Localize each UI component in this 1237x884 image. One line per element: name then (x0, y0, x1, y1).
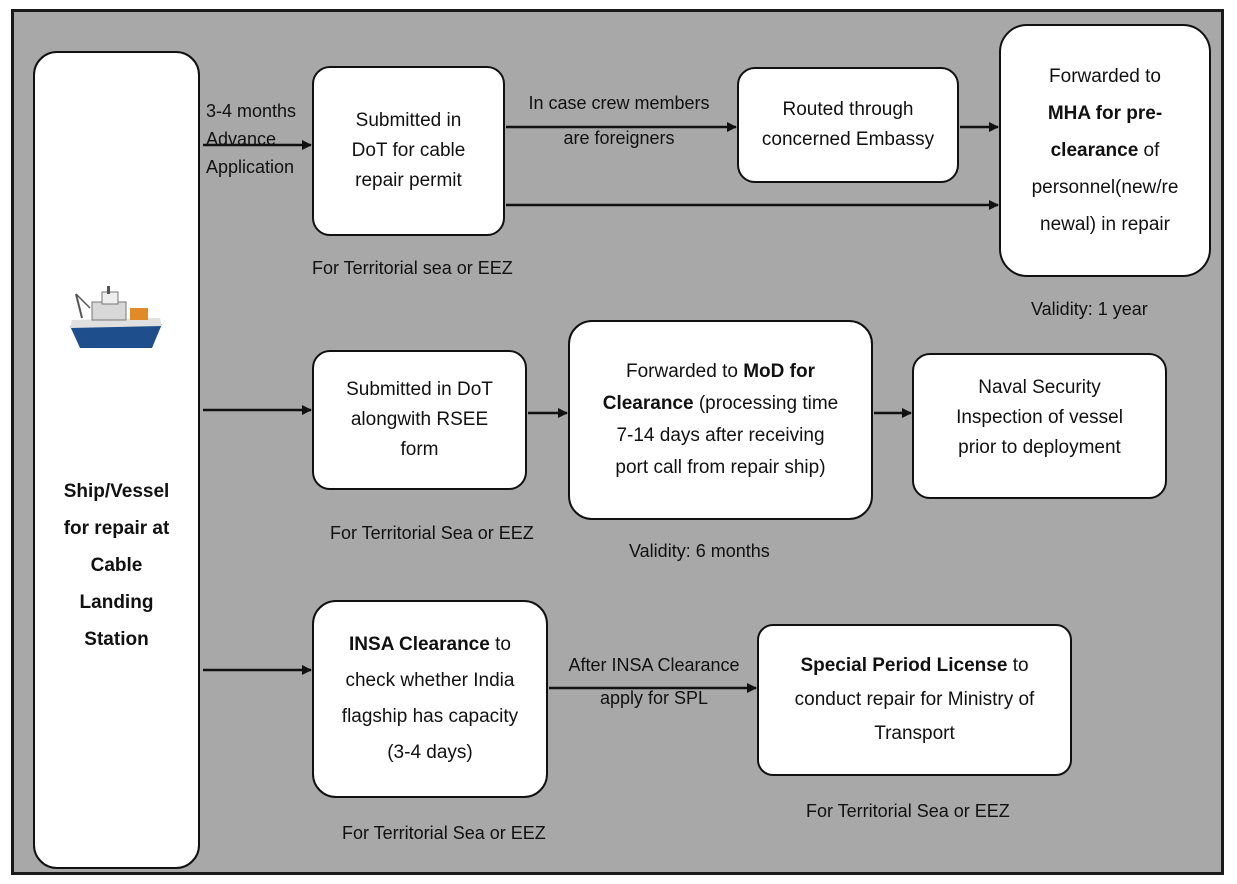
box-text-line: prior to deployment (958, 437, 1121, 458)
mha-caption: Validity: 1 year (1031, 299, 1148, 319)
box-text-line: port call from repair ship) (615, 457, 826, 478)
advance-application-label: 3-4 months Advance Application (206, 97, 296, 181)
box-text-line: Forwarded to MoD for (603, 356, 839, 388)
ship-label-line: Landing (79, 592, 154, 613)
insa-caption: For Territorial Sea or EEZ (342, 823, 546, 843)
plain-text: of (1138, 140, 1160, 161)
label-line: Application (206, 157, 295, 177)
label-line: are foreigners (563, 128, 675, 148)
bold-text: Special Period License (800, 655, 1008, 676)
spl-caption: For Territorial Sea or EEZ (806, 801, 1010, 821)
embassy-box: Routed through concerned Embassy (737, 67, 959, 183)
box-text-line: Forwarded to (1049, 66, 1161, 87)
box-text-line: form (400, 439, 439, 460)
box-text-line: Submitted in (355, 110, 462, 131)
box-text-line: 7-14 days after receiving (616, 425, 825, 446)
box-text-line: Routed through (782, 99, 914, 120)
mha-preclearance-box: Forwarded to MHA for pre- clearance of p… (999, 24, 1211, 277)
after-insa-label: After INSA Clearance apply for SPL (554, 652, 754, 712)
naval-security-box: Naval Security Inspection of vessel prio… (912, 353, 1167, 499)
box-text-line: clearance of (1032, 132, 1179, 169)
label-line: 3-4 months (206, 101, 297, 121)
box-text-line: Submitted in DoT (346, 379, 493, 400)
box-text-line: (3-4 days) (387, 742, 473, 763)
box-text-line: INSA Clearance to (342, 627, 518, 663)
box-text-line: flagship has capacity (341, 706, 519, 727)
foreigners-label: In case crew members are foreigners (514, 90, 724, 152)
ship-label-line: Ship/Vessel (63, 481, 170, 502)
box-text-line: conduct repair for Ministry of (794, 689, 1035, 710)
box-text-line: Transport (874, 723, 955, 744)
label-line: Advance (206, 129, 277, 149)
plain-text: (processing time (693, 393, 839, 414)
box-text-line: Naval Security (978, 377, 1101, 398)
box-text-line: MHA for pre- (1047, 103, 1163, 124)
plain-text: Forwarded to (625, 361, 744, 382)
insa-clearance-box: INSA Clearance to check whether India fl… (312, 600, 548, 798)
plain-text: to (1007, 655, 1029, 676)
ship-label-line: Station (84, 629, 149, 650)
box-text-line: DoT for cable (351, 140, 466, 161)
mod-clearance-box: Forwarded to MoD for Clearance (processi… (568, 320, 873, 520)
label-line: In case crew members (528, 93, 710, 113)
ship-icon (69, 286, 162, 348)
submitted-caption: For Territorial sea or EEZ (312, 258, 513, 278)
box-text-line: Clearance (processing time (603, 388, 839, 420)
box-text-line: newal) in repair (1040, 214, 1170, 235)
ship-label-line: for repair at (63, 518, 170, 539)
box-text-line: Special Period License to (795, 649, 1035, 683)
rsee-caption: For Territorial Sea or EEZ (330, 523, 534, 543)
special-period-license-box: Special Period License to conduct repair… (757, 624, 1072, 776)
box-text-line: Inspection of vessel (956, 407, 1123, 428)
ship-label-line: Cable (90, 555, 143, 576)
label-line: After INSA Clearance (568, 655, 740, 675)
bold-text: clearance (1050, 140, 1139, 161)
submitted-dot-cable-permit-box: Submitted in DoT for cable repair permit (312, 66, 505, 236)
box-text-line: alongwith RSEE (350, 409, 489, 430)
ship-vessel-node: Ship/Vessel for repair at Cable Landing … (33, 51, 200, 869)
connector-arrows (203, 122, 999, 693)
bold-text: Clearance (602, 393, 694, 414)
label-line: apply for SPL (599, 688, 709, 708)
box-text-line: concerned Embassy (761, 129, 935, 150)
bold-text: INSA Clearance (349, 634, 490, 655)
diagram-canvas: Ship/Vessel for repair at Cable Landing … (11, 9, 1224, 875)
box-text-line: check whether India (345, 670, 515, 691)
plain-text: to (489, 634, 511, 655)
box-text-line: repair permit (355, 170, 462, 191)
submitted-dot-rsee-box: Submitted in DoT alongwith RSEE form (312, 350, 527, 490)
box-text-line: personnel(new/re (1031, 177, 1179, 198)
bold-text: MoD for (743, 361, 815, 382)
mod-caption: Validity: 6 months (629, 541, 770, 561)
